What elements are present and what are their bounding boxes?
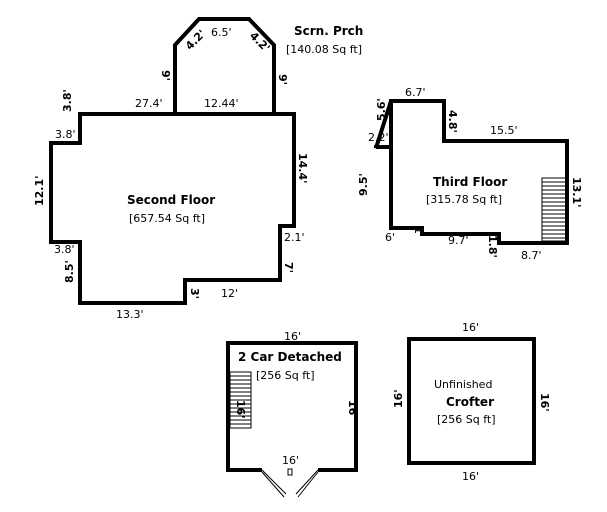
second-floor-walls — [49, 112, 296, 305]
crofter-left-dim: 16' — [392, 389, 405, 408]
third-floor-bottom-mid-dim: 9.7' — [448, 234, 469, 247]
screen-porch-name: Scrn. Prch — [294, 24, 363, 38]
second-floor-area: [657.54 Sq ft] — [129, 212, 205, 225]
garage-stairs — [229, 371, 252, 429]
crofter-right-dim: 16' — [538, 393, 551, 412]
second-floor-left-top-dim: 3.8' — [61, 89, 74, 112]
crofter-top-dim: 16' — [462, 321, 479, 334]
crofter-walls — [407, 337, 536, 465]
second-floor-left-lower-dim: 8.5' — [63, 260, 76, 283]
garage-walls — [226, 341, 358, 472]
second-floor-bottom-left-dim: 13.3' — [116, 308, 144, 321]
second-floor-left-step-dim: 3.8' — [55, 128, 76, 141]
third-floor-area: [315.78 Sq ft] — [426, 193, 502, 206]
second-floor-top-right-dim: 12.44' — [204, 97, 239, 110]
second-floor-left-dim: 12.1' — [33, 175, 46, 206]
crofter-area: [256 Sq ft] — [437, 413, 496, 426]
garage-name: 2 Car Detached — [238, 350, 342, 364]
screen-porch-right-dim: 9' — [276, 74, 289, 85]
third-floor-top-dim: 6.7' — [405, 86, 426, 99]
screen-porch: Scrn. Prch [140.08 Sq ft] 6.5' 4.2' 4.2'… — [159, 17, 363, 114]
third-floor-bottom-right-dim: 8.7' — [521, 249, 542, 262]
second-floor-left-lower-step-dim: 3.8' — [54, 243, 75, 256]
third-floor-walls — [374, 99, 569, 245]
third-floor-bottom-left-dim: 6' — [385, 231, 395, 244]
crofter-bottom-dim: 16' — [462, 470, 479, 483]
garage-stairs-dim: 16' — [234, 400, 247, 419]
third-floor-right-dim: 13.1' — [570, 177, 583, 208]
garage-right-dim: 16' — [346, 400, 359, 419]
third-floor-right-top-dim: 15.5' — [490, 124, 518, 137]
garage-bottom-dim: 16' — [282, 454, 299, 467]
garage-door-icon — [261, 468, 319, 498]
second-floor: Second Floor [657.54 Sq ft] 27.4' 12.44'… — [33, 89, 309, 321]
third-floor-walls-fix — [389, 99, 569, 245]
third-floor-stairs — [541, 177, 567, 242]
third-floor-bottom-step-small-dim: 1' — [412, 227, 425, 237]
second-floor-bottom-notch-dim: 3' — [188, 288, 201, 299]
garage-area: [256 Sq ft] — [256, 369, 315, 382]
screen-porch-area: [140.08 Sq ft] — [286, 43, 362, 56]
second-floor-right-dim: 14.4' — [296, 153, 309, 184]
second-floor-right-step-dim: 2.1' — [284, 231, 305, 244]
third-floor-notch-dim: 4.8' — [446, 110, 459, 133]
second-floor-right-lower-dim: 7' — [282, 262, 295, 273]
second-floor-top-left-dim: 27.4' — [135, 97, 163, 110]
second-floor-name: Second Floor — [127, 193, 215, 207]
screen-porch-left-dim: 9' — [159, 70, 172, 81]
screen-porch-walls — [173, 17, 276, 114]
garage: 2 Car Detached [256 Sq ft] 16' 16' 16' 1… — [226, 330, 359, 498]
crofter: Unfinished Crofter [256 Sq ft] 16' 16' 1… — [392, 321, 551, 483]
third-floor-left-dim: 9.5' — [357, 173, 370, 196]
second-floor-bottom-right-dim: 12' — [221, 287, 238, 300]
screen-porch-top-dim: 6.5' — [211, 26, 232, 39]
crofter-name: Crofter — [446, 395, 494, 409]
crofter-prefix: Unfinished — [434, 378, 492, 391]
third-floor-bottom-step-dim: 1.8' — [486, 235, 499, 258]
third-floor: Third Floor [315.78 Sq ft] 6.7' 5.6' 2.2… — [357, 86, 583, 262]
screen-porch-diag-right-dim: 4.2' — [247, 29, 272, 54]
garage-top-dim: 16' — [284, 330, 301, 343]
third-floor-left-step-dim: 2.2' — [368, 131, 389, 144]
third-floor-left-upper-dim: 5.6' — [375, 98, 388, 121]
third-floor-name: Third Floor — [433, 175, 507, 189]
